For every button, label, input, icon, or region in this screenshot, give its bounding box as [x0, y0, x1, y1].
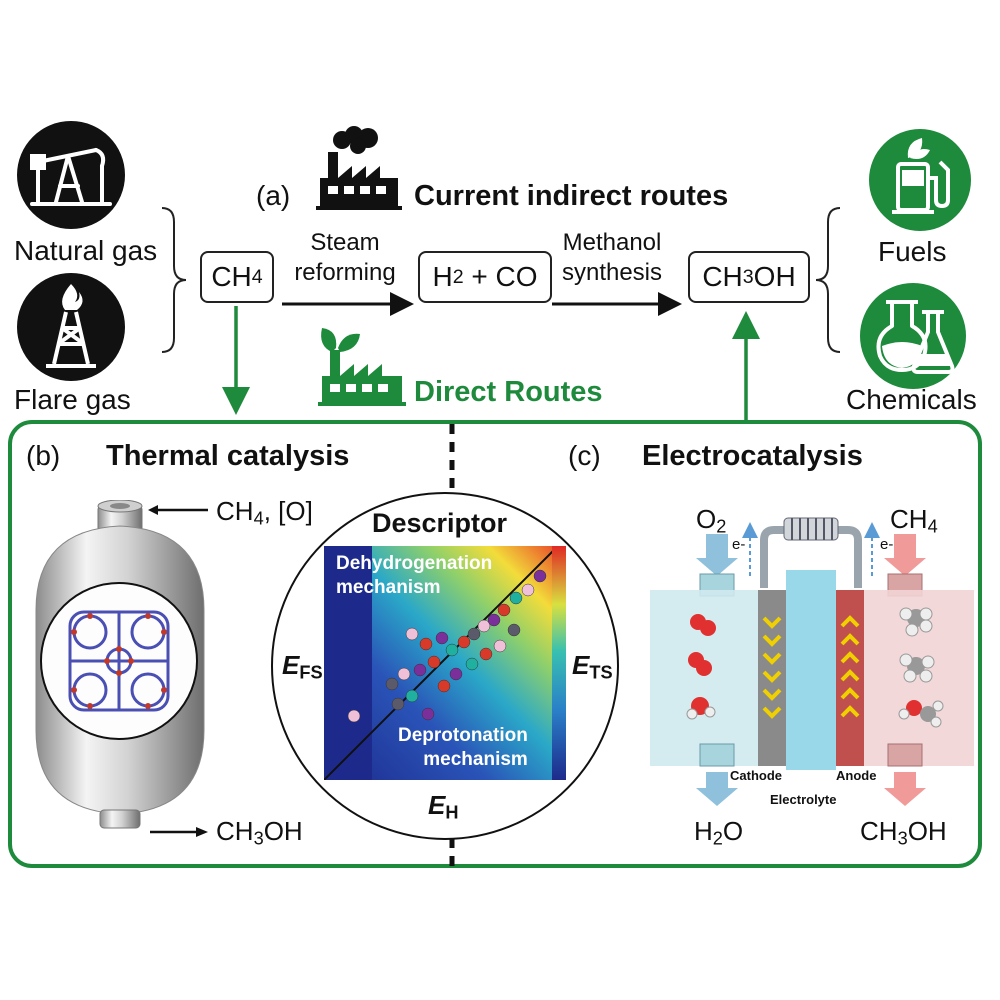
cathode-label: Cathode [730, 768, 782, 783]
electrochemical-cell [650, 517, 974, 806]
left-brace [161, 207, 187, 353]
inlet-arrow [148, 505, 208, 515]
oil-pump-icon [16, 120, 126, 230]
anode-label: Anode [836, 768, 877, 783]
factory-smoke-icon [314, 126, 404, 212]
fuels-label: Fuels [878, 236, 947, 267]
axis-eh-label: EH [428, 790, 459, 823]
o2-label: O2 [696, 504, 727, 537]
direct-routes-title: Direct Routes [414, 376, 603, 408]
fuel-pump-leaf-icon [868, 128, 972, 232]
panel-c-marker: (c) [568, 440, 601, 471]
electrocatalysis-title: Electrocatalysis [642, 440, 863, 472]
electrolyte-label: Electrolyte [770, 792, 837, 807]
zeolite-structure-image [40, 582, 198, 740]
electron-right-label: e- [880, 536, 894, 553]
descriptor-title: Descriptor [372, 508, 508, 538]
electron-left-label: e- [732, 536, 746, 553]
descriptor-heatmap [324, 546, 566, 780]
direct-routes-panel [8, 420, 982, 868]
panel-b-marker: (b) [26, 440, 61, 471]
flare-derrick-icon [16, 272, 126, 382]
axis-efs-label: EFS [282, 650, 323, 683]
right-brace [815, 207, 841, 353]
thermal-catalysis-title: Thermal catalysis [106, 440, 350, 472]
inlet-label: CH4, [O] [216, 496, 313, 529]
outlet-label: CH3OH [216, 816, 303, 849]
panel-a-marker: (a) [256, 180, 291, 211]
h2o-label: H2O [694, 816, 744, 849]
flow-arrows [222, 292, 760, 424]
flare-gas-label: Flare gas [14, 384, 131, 415]
natural-gas-label: Natural gas [14, 235, 158, 266]
ch3oh-out-label: CH3OH [860, 816, 947, 849]
flasks-icon [858, 282, 968, 390]
indirect-routes-title: Current indirect routes [414, 180, 729, 212]
green-factory-icon [316, 322, 408, 408]
ch4-in-label: CH4 [890, 504, 938, 537]
outlet-arrow [150, 827, 208, 837]
axis-ets-label: ETS [572, 650, 613, 683]
chemicals-label: Chemicals [846, 384, 977, 415]
